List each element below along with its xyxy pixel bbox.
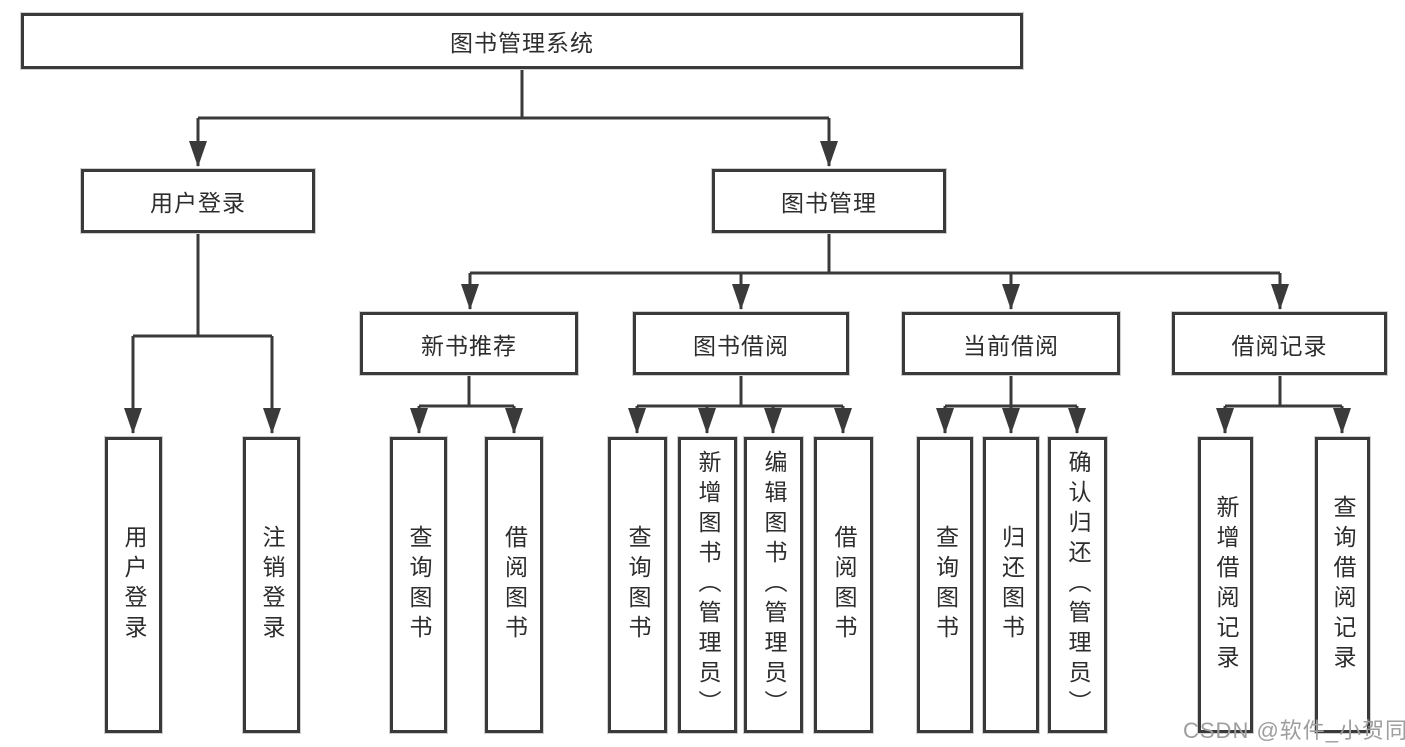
- leaf-borrow-add-book-admin: 新增图书（管理员）: [678, 437, 737, 733]
- node-root-library-management-system: 图书管理系统: [21, 13, 1023, 69]
- leaf-rec-borrow-book: 借阅图书: [485, 437, 543, 733]
- leaf-borrow-borrow-book: 借阅图书: [814, 437, 873, 733]
- leaf-records-query-record: 查询借阅记录: [1315, 437, 1370, 733]
- leaf-logout: 注销登录: [243, 437, 300, 733]
- node-book-borrowing: 图书借阅: [633, 312, 849, 375]
- csdn-watermark: CSDN @软件_小贺同学: [1183, 718, 1405, 743]
- leaf-borrow-edit-book-admin: 编辑图书（管理员）: [744, 437, 803, 733]
- leaf-current-confirm-return-admin: 确认归还（管理员）: [1048, 437, 1107, 733]
- node-new-book-recommendation: 新书推荐: [360, 312, 578, 375]
- node-borrowing-records: 借阅记录: [1172, 312, 1387, 375]
- node-user-login: 用户登录: [81, 169, 315, 233]
- node-book-management: 图书管理: [712, 169, 946, 233]
- leaf-borrow-query-book: 查询图书: [608, 437, 667, 733]
- leaf-current-query-book: 查询图书: [917, 437, 973, 733]
- leaf-current-return-book: 归还图书: [983, 437, 1039, 733]
- node-current-borrowing: 当前借阅: [902, 312, 1120, 375]
- leaf-user-login: 用户登录: [105, 437, 162, 733]
- leaf-rec-query-book: 查询图书: [390, 437, 447, 733]
- leaf-records-add-record: 新增借阅记录: [1198, 437, 1253, 733]
